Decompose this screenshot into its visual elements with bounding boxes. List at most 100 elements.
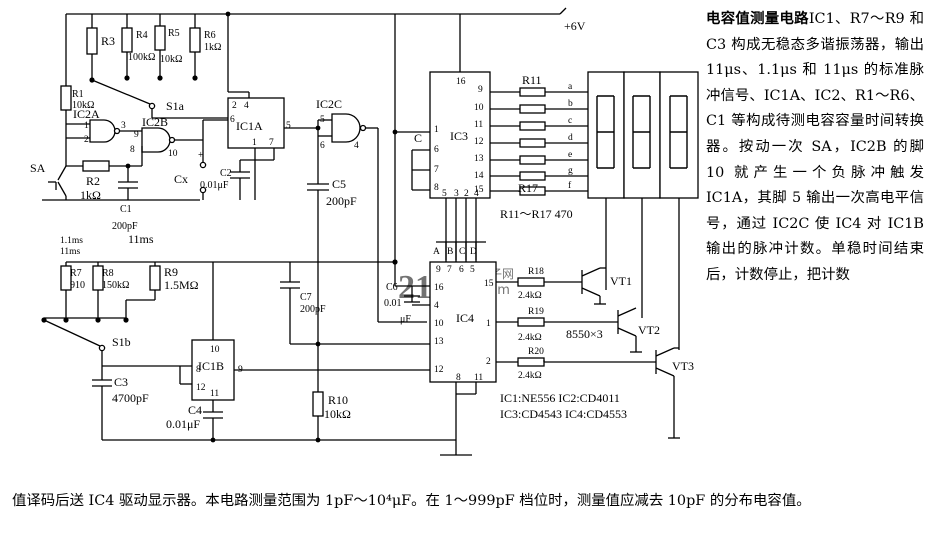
- ic2c-gate: [331, 113, 361, 143]
- supply-rail: +6V: [65, 7, 586, 265]
- ic1a-block: IC1A 2 4 6 5 1 7 C2 0.01μF: [200, 54, 318, 200]
- c4-value: 0.01μF: [166, 417, 200, 431]
- r7-label: R7: [70, 268, 82, 279]
- start-button-section: R2 1kΩ C1 200pF SA: [30, 142, 200, 232]
- svg-text:2: 2: [464, 189, 469, 199]
- vt2-transistor: VT2 8550×3: [566, 307, 660, 353]
- ic3-label: IC3: [450, 129, 468, 143]
- bus-c-label: C: [459, 247, 465, 257]
- r17-label: R17: [518, 181, 538, 195]
- vt-type-label: 8550×3: [566, 327, 603, 341]
- s1a-label: S1a: [166, 99, 185, 113]
- svg-text:+: +: [198, 150, 204, 161]
- article-title: 电容值测量电路: [706, 10, 809, 27]
- description-side: 电容值测量电路IC1、R7～R9 和 C3 构成无稳态多谐振荡器，输出 11μs…: [706, 6, 924, 289]
- r7-value: 910: [70, 280, 85, 291]
- time-11ms-b: 11ms: [128, 232, 154, 246]
- c5-label: C5: [332, 177, 346, 191]
- ic4-block: IC4 9 7 6 5 16 4 10 13 12 8 11 15 1 2 C6…: [384, 261, 497, 456]
- r11-label: R11: [522, 73, 542, 87]
- vt3-label: VT3: [672, 359, 694, 373]
- svg-text:12: 12: [434, 365, 444, 375]
- svg-text:16: 16: [434, 283, 444, 293]
- svg-text:5: 5: [442, 189, 447, 199]
- r3-label: R3: [101, 34, 115, 48]
- svg-text:7: 7: [434, 165, 439, 175]
- seg-c-label: c: [568, 116, 572, 126]
- c2-label: C2: [220, 168, 232, 179]
- bus-b-label: B: [447, 247, 453, 257]
- r19-label: R19: [528, 307, 544, 317]
- parts-list: IC1:NE556 IC2:CD4011 IC3:CD4543 IC4:CD45…: [500, 391, 627, 421]
- r10-value: 10kΩ: [324, 407, 351, 421]
- time-1-1ms: 1.1ms: [60, 236, 83, 246]
- svg-text:13: 13: [474, 154, 484, 164]
- svg-text:14: 14: [474, 171, 484, 181]
- svg-text:11: 11: [210, 389, 219, 399]
- svg-text:4: 4: [354, 141, 359, 151]
- oscillator-section: 1.1ms 11ms 11ms R7 910 R8 150kΩ R9 1.5MΩ…: [41, 232, 456, 443]
- r9-value: 1.5MΩ: [164, 278, 199, 292]
- svg-text:10: 10: [210, 345, 220, 355]
- svg-text:9: 9: [478, 85, 483, 95]
- seg-d-label: d: [568, 133, 573, 143]
- svg-text:16: 16: [456, 77, 466, 87]
- vt2-label: VT2: [638, 323, 660, 337]
- svg-text:13: 13: [434, 337, 444, 347]
- segment-resistors: R11 a b c d e g f R17 R11～R17 470: [490, 73, 588, 221]
- s1b-label: S1b: [112, 335, 131, 349]
- ic2a-gate: [89, 119, 116, 143]
- svg-text:4: 4: [474, 189, 479, 199]
- svg-text:5: 5: [286, 121, 291, 131]
- svg-text:11: 11: [474, 373, 483, 383]
- c6-label: C6: [386, 282, 398, 293]
- svg-text:8: 8: [456, 373, 461, 383]
- svg-text:3: 3: [454, 189, 459, 199]
- r20-label: R20: [528, 347, 544, 357]
- c1-value: 200pF: [112, 221, 138, 232]
- bcd-bus: A B C D: [433, 241, 486, 262]
- svg-text:8: 8: [434, 183, 439, 193]
- bus-d-label: D: [470, 247, 477, 257]
- svg-text:1: 1: [252, 138, 257, 148]
- time-11ms-a: 11ms: [60, 247, 81, 257]
- svg-text:4: 4: [434, 301, 439, 311]
- capacitance-meter-schematic: 21IC 电子网 .com +6V R3 R4 100kΩ R5 10kΩ: [30, 7, 699, 456]
- svg-text:15: 15: [474, 185, 484, 195]
- r4-value: 100kΩ: [128, 52, 155, 63]
- svg-text:4: 4: [244, 101, 249, 111]
- r2-label: R2: [86, 174, 100, 188]
- seg-f-label: f: [568, 180, 572, 191]
- svg-text:2: 2: [84, 135, 89, 145]
- digit-drivers: R18 2.4kΩ R19 2.4kΩ R20 2.4kΩ VT1 VT2: [496, 267, 694, 439]
- switch-s1b[interactable]: S1b: [43, 319, 131, 352]
- seg-a-label: a: [568, 82, 573, 92]
- svg-text:1: 1: [84, 121, 89, 131]
- svg-text:2: 2: [232, 101, 237, 111]
- r6-label: R6: [204, 30, 216, 41]
- trigger-section: R1 10kΩ IC2A 1 2 3 IC2B 9 8 10: [60, 85, 228, 159]
- parts-note-line1: IC1:NE556 IC2:CD4011: [500, 391, 620, 405]
- svg-text:1: 1: [434, 125, 439, 135]
- svg-text:10: 10: [474, 103, 484, 113]
- ic2c-block: IC2C 5 6 4 C5 200pF: [307, 97, 427, 344]
- svg-text:9: 9: [134, 130, 139, 140]
- r9-label: R9: [164, 265, 178, 279]
- bus-a-label: A: [433, 247, 440, 257]
- svg-text:1: 1: [486, 319, 491, 329]
- seven-segment-displays: [587, 71, 699, 350]
- r6-value: 1kΩ: [204, 42, 221, 53]
- c2-value: 0.01μF: [200, 180, 229, 191]
- switch-s1a[interactable]: S1a: [91, 79, 228, 119]
- svg-text:6: 6: [459, 265, 464, 275]
- r5-value: 10kΩ: [160, 54, 182, 65]
- resistor-range-label: R11～R17 470: [500, 207, 573, 221]
- ic2a-label: IC2A: [73, 107, 100, 121]
- ic2b-gate: [141, 127, 171, 153]
- vt1-transistor: VT1: [581, 267, 632, 305]
- cx-terminal[interactable]: Cx +: [174, 140, 207, 200]
- svg-text:5: 5: [470, 265, 475, 275]
- svg-text:2: 2: [486, 357, 491, 367]
- r10-label: R10: [328, 393, 348, 407]
- r5-label: R5: [168, 28, 180, 39]
